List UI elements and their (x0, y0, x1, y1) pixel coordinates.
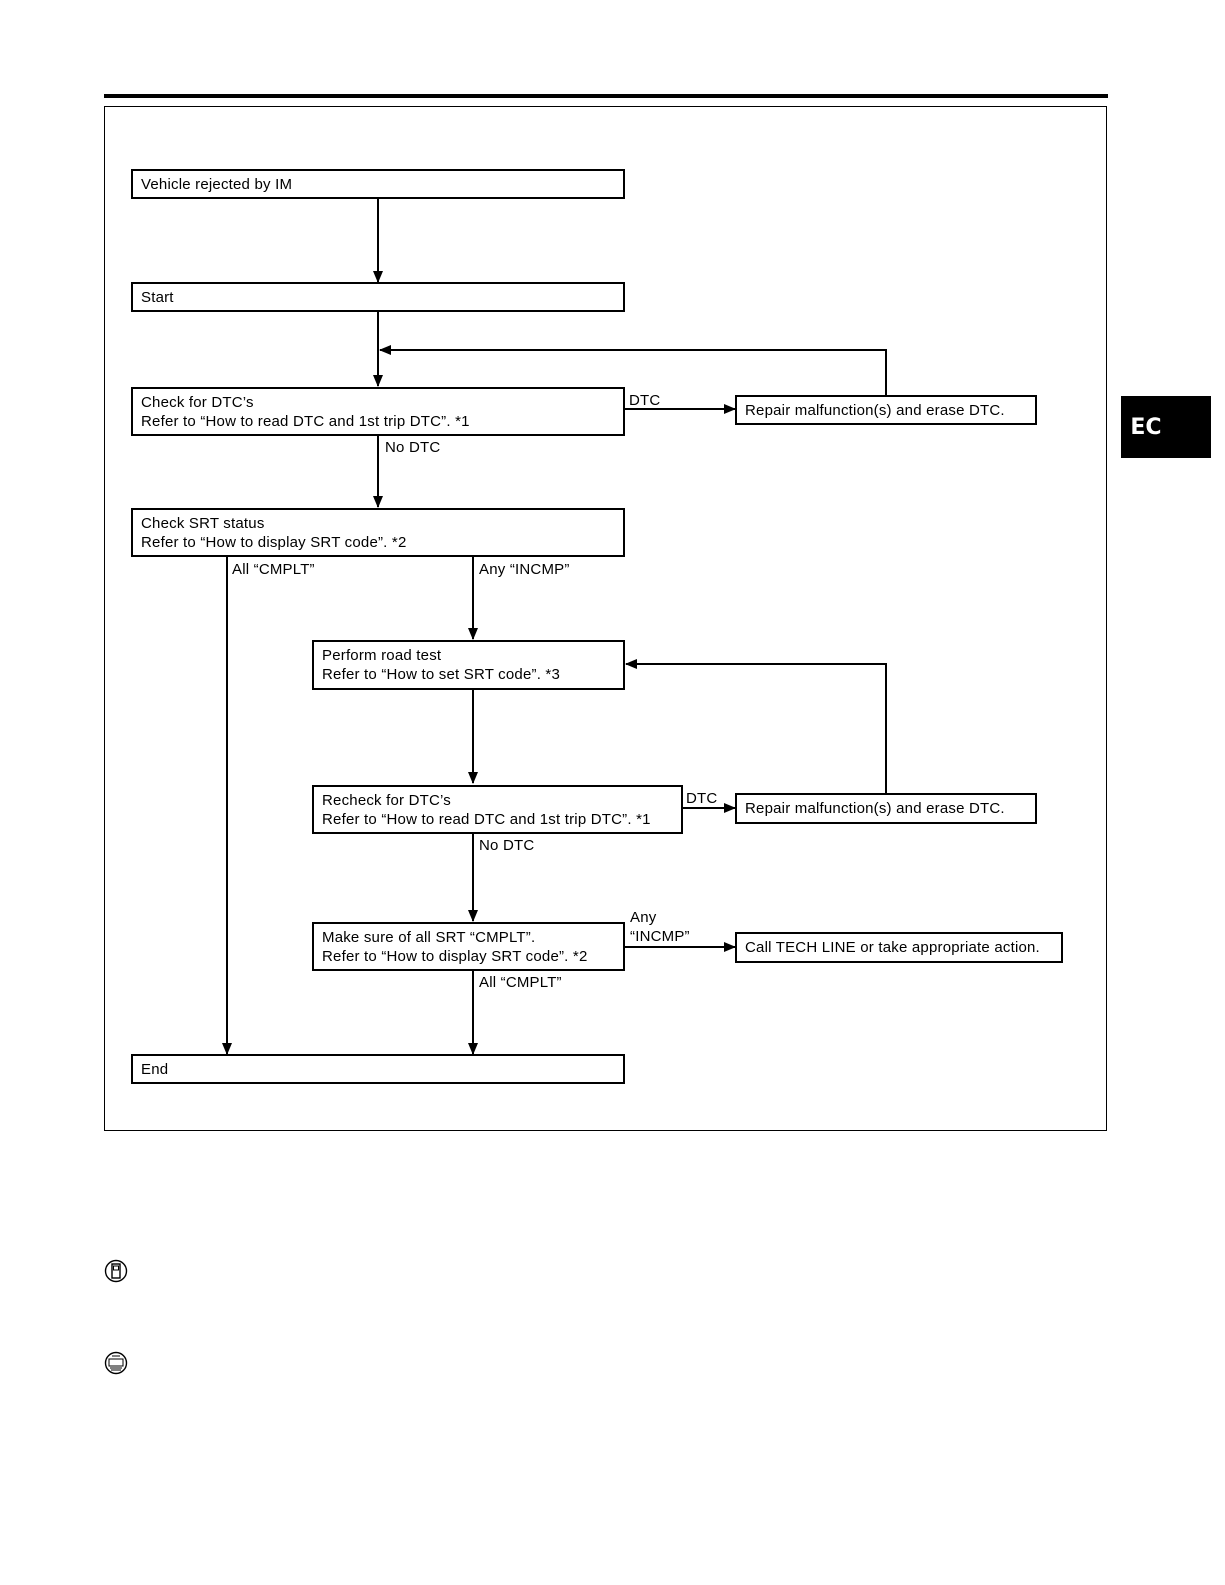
label-dtc-2: DTC (686, 790, 718, 807)
box-text: Check for DTC’s (141, 393, 254, 411)
header-rule (104, 94, 1108, 98)
box-text: Vehicle rejected by IM (141, 175, 293, 193)
box-text: Check SRT status (141, 514, 265, 532)
box-text: Recheck for DTC’s (322, 791, 451, 809)
label-all-cmplt-2: All “CMPLT” (479, 974, 562, 991)
box-recheck-dtc: Recheck for DTC’s Refer to “How to read … (312, 785, 683, 834)
section-tab-ec: EC (1121, 396, 1211, 458)
box-text: Start (141, 288, 174, 306)
box-call-tech: Call TECH LINE or take appropriate actio… (735, 932, 1063, 963)
arrow-repair2-loop (625, 659, 887, 794)
box-repair-2: Repair malfunction(s) and erase DTC. (735, 793, 1037, 824)
box-end: End (131, 1054, 625, 1084)
label-any-incmp-1: Any “INCMP” (479, 561, 570, 578)
box-text: Refer to “How to read DTC and 1st trip D… (141, 412, 470, 430)
arrow-repair1-loop (379, 345, 887, 396)
box-text: Perform road test (322, 647, 442, 664)
box-text: Refer to “How to set SRT code”. *3 (322, 666, 561, 683)
box-vehicle-rejected: Vehicle rejected by IM (131, 169, 625, 199)
box-text: Call TECH LINE or take appropriate actio… (745, 939, 1040, 956)
label-any-incmp-2-line2: “INCMP” (630, 928, 690, 945)
box-text: Make sure of all SRT “CMPLT”. (322, 928, 536, 946)
box-make-sure: Make sure of all SRT “CMPLT”. Refer to “… (312, 922, 625, 971)
box-repair-1: Repair malfunction(s) and erase DTC. (735, 395, 1037, 425)
label-no-dtc-1: No DTC (385, 439, 441, 456)
box-text: Refer to “How to display SRT code”. *2 (141, 533, 407, 551)
box-text: Repair malfunction(s) and erase DTC. (745, 800, 1005, 817)
label-no-dtc-2: No DTC (479, 837, 535, 854)
consult-icon (104, 1259, 128, 1283)
gst-icon (104, 1351, 128, 1375)
label-dtc-1: DTC (629, 392, 661, 409)
label-any-incmp-2-line1: Any (630, 909, 657, 926)
box-text: Repair malfunction(s) and erase DTC. (745, 401, 1005, 419)
box-start: Start (131, 282, 625, 312)
box-text: Refer to “How to display SRT code”. *2 (322, 947, 588, 965)
label-all-cmplt-1: All “CMPLT” (232, 561, 315, 578)
box-text: Refer to “How to read DTC and 1st trip D… (322, 810, 651, 828)
box-check-srt: Check SRT status Refer to “How to displa… (131, 508, 625, 557)
section-tab-label: EC (1130, 414, 1162, 440)
box-text: End (141, 1060, 169, 1078)
flowchart-frame (104, 106, 1107, 1131)
box-check-dtc: Check for DTC’s Refer to “How to read DT… (131, 387, 625, 436)
box-road-test: Perform road test Refer to “How to set S… (312, 640, 625, 690)
